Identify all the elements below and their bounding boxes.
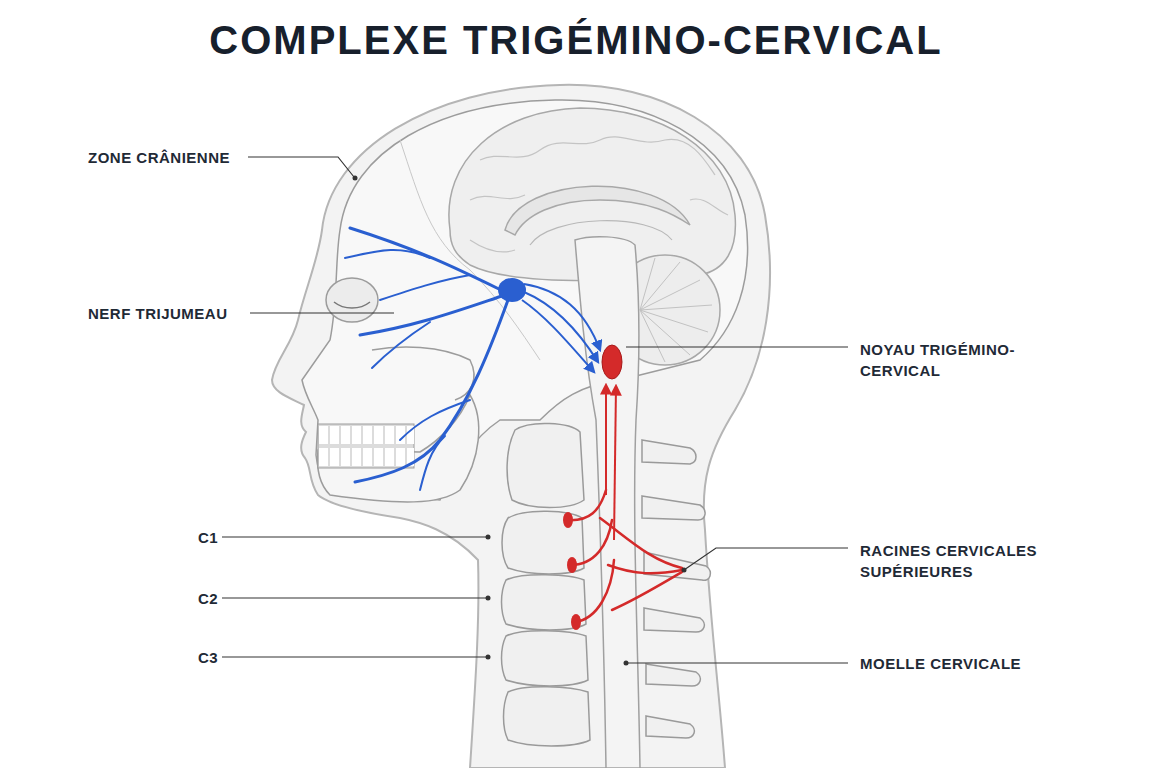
leader-lines [222,157,848,663]
teeth-back [318,424,414,468]
root [574,560,614,622]
nerve-branch [372,322,430,368]
root [570,520,612,565]
leader-dots [353,176,687,666]
leader-line [248,157,354,177]
leader-dot [682,568,687,573]
vertebra [502,511,584,574]
root-ganglion [571,614,581,630]
diagram-title: COMPLEXE TRIGÉMINO-CERVICAL [209,18,942,63]
spinous-process [644,608,704,632]
spinous-process [646,716,694,738]
nerve-label: NERF TRIJUMEAU [88,303,228,324]
vertebra [504,687,591,746]
lower-teeth [319,448,414,466]
nerve-arrow [522,300,594,372]
trigeminocervical-nucleus [602,345,622,379]
leader-line [250,312,394,313]
spinous-process [642,496,705,520]
nerve-branch [350,228,505,292]
nerve-branch [360,295,505,335]
cervical-roots [566,490,682,622]
root [600,518,682,568]
head-outline [272,85,770,768]
vertebra [507,423,584,507]
cervical-afferents [606,385,616,540]
leader-line [222,536,488,537]
root-arrow [614,386,616,540]
root [612,572,682,610]
nerve-branch [380,275,470,300]
corpus-callosum [505,186,690,235]
vertebra-label: C2 [198,588,218,609]
trigeminal-nerve [345,228,508,490]
nerve-branch [400,400,470,440]
nerve-arrow [524,292,598,362]
eye-orbit [326,278,378,322]
leader-dot [486,535,491,540]
root-ganglion [563,512,573,528]
vertebra-label: C1 [198,527,218,548]
vertebra [502,575,587,630]
spinal-cord [575,237,640,768]
closed-eye [334,302,370,308]
root-label: RACINES CERVICALES SUPÉRIEURES [860,540,1065,582]
vertebra-bodies [502,423,591,746]
vertebra-label: C3 [198,647,218,668]
region-label: ZONE CRÂNIENNE [88,147,230,168]
nerve-branch [345,250,430,258]
jaw-bone [318,395,479,502]
trigeminal-afferents [522,284,600,372]
leader-dot [486,596,491,601]
leader-line [222,597,488,598]
spinous-process [642,440,696,464]
leader-dot [486,655,491,660]
leader-line [684,548,848,570]
leader-dot [624,661,629,666]
upper-teeth [319,426,414,444]
root-arrow [605,385,607,495]
brain-gyri [470,137,728,252]
cord-label: MOELLE CERVICALE [860,653,1021,674]
root-ganglion [567,557,577,573]
root [608,565,682,573]
leader-dot [353,176,358,181]
trigeminal-ganglion [498,278,526,302]
leader-line [222,656,488,657]
leader-line [626,346,848,347]
vertebra [502,631,589,686]
leader-line [628,662,848,663]
spinous-process [646,664,700,686]
nucleus-label: NOYAU TRIGÉMINO-CERVICAL [860,339,1065,381]
nerve-branch [420,436,445,490]
